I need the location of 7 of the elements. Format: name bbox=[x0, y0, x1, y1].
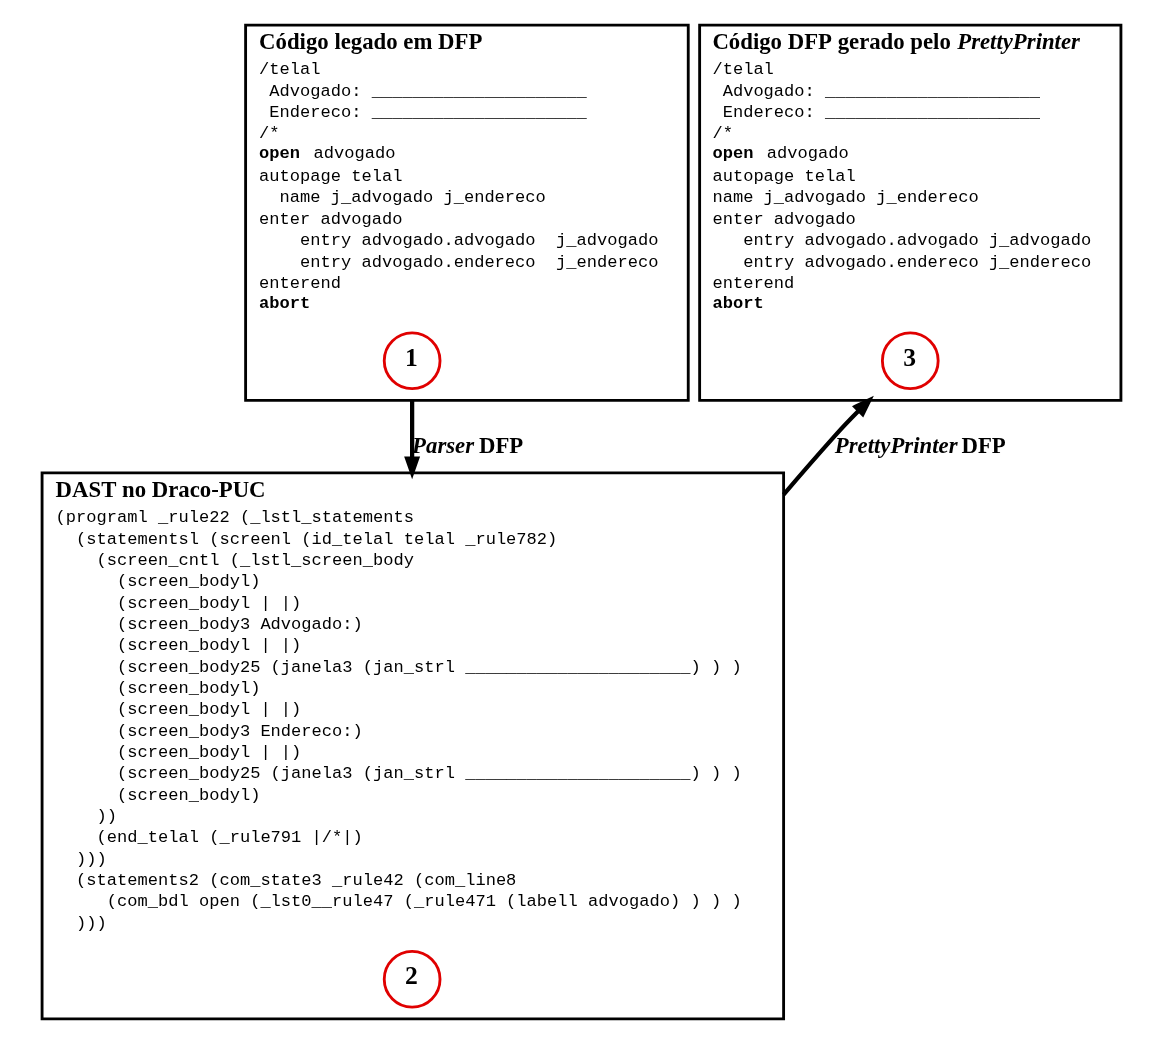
node-circle: 2 bbox=[382, 949, 442, 1009]
edge-label: PrettyPrinter DFP bbox=[834, 432, 1006, 458]
node-circle: 1 bbox=[382, 331, 442, 391]
arrow bbox=[782, 395, 874, 496]
edge-label: Parser DFP bbox=[412, 432, 524, 458]
node-circle: 3 bbox=[880, 331, 940, 391]
arrow bbox=[404, 400, 421, 480]
